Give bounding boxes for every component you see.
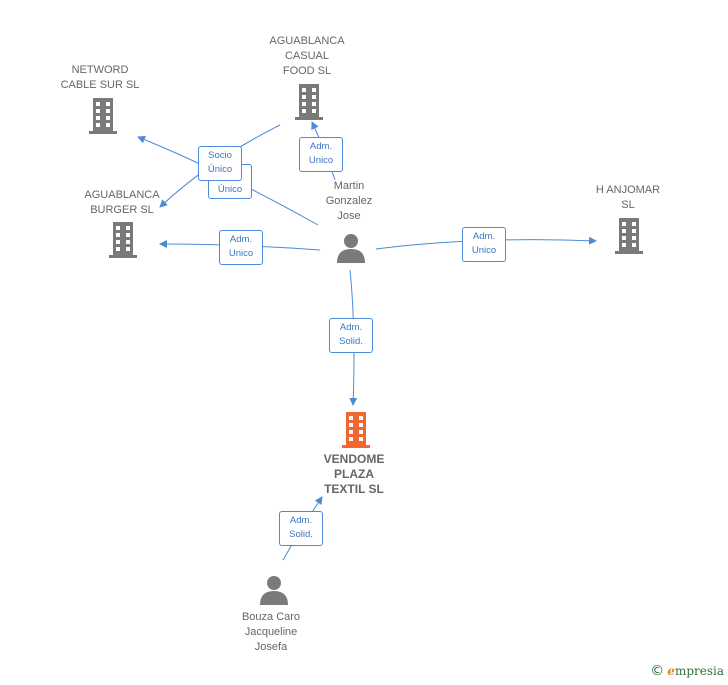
edge-label-socio-unico: Socio Único <box>198 146 242 181</box>
edge-label-adm-unico-hanjomar: Adm. Unico <box>462 227 506 262</box>
node-label-casualfood[interactable]: AGUABLANCA CASUAL FOOD SL <box>269 35 345 77</box>
copyright-symbol: © <box>650 663 665 679</box>
brand-e: e <box>667 664 675 678</box>
person-icon <box>260 576 288 605</box>
building-icon <box>109 222 137 258</box>
building-icon <box>615 218 643 254</box>
node-label-burger[interactable]: AGUABLANCA BURGER SL <box>84 189 160 216</box>
edge-label-adm-unico-burger: Adm. Unico <box>219 230 263 265</box>
edge-label-adm-unico-casual: Adm. Unico <box>299 137 343 172</box>
building-icon <box>295 84 323 120</box>
edge-label-adm-solid-martin: Adm. Solid. <box>329 318 373 353</box>
empresia-watermark: ©empresia <box>650 663 724 679</box>
node-label-martin[interactable]: Martin Gonzalez Jose <box>325 180 373 222</box>
building-icon <box>89 98 117 134</box>
node-label-hanjomar[interactable]: H ANJOMAR SL <box>595 184 661 211</box>
brand-rest: mpresia <box>674 664 724 678</box>
person-icon <box>337 234 365 263</box>
building-icon <box>342 412 370 448</box>
edge-label-adm-solid-bouza: Adm. Solid. <box>279 511 323 546</box>
node-label-networdcable[interactable]: NETWORD CABLE SUR SL <box>60 64 140 91</box>
node-label-vendome[interactable]: VENDOME PLAZA TEXTIL SL <box>323 452 385 496</box>
node-label-bouza[interactable]: Bouza Caro Jacqueline Josefa <box>241 611 301 653</box>
